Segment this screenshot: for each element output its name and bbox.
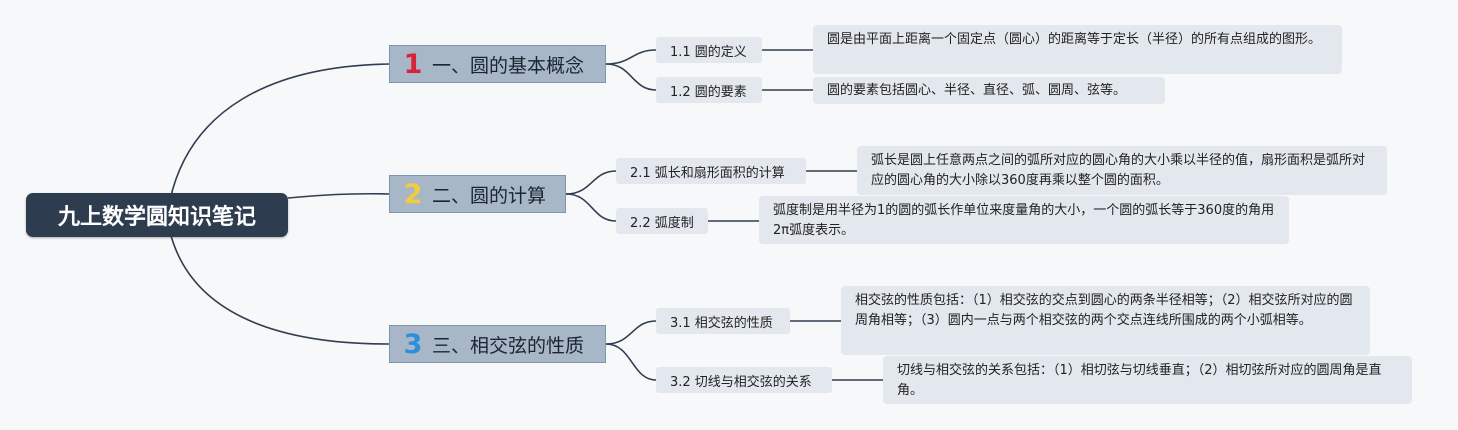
sub-node-2-1[interactable]: 2.1 弧长和扇形面积的计算 (616, 158, 806, 184)
note-3-2: 切线与相交弦的关系包括：（1）相切弦与切线垂直；（2）相切弦所对应的圆周角是直角… (883, 356, 1412, 404)
branch-title-2: 二、圆的计算 (432, 184, 547, 207)
link-branch-1-sub-2 (605, 63, 657, 91)
sub-node-3-1[interactable]: 3.1 相交弦的性质 (656, 308, 790, 334)
branch-node-2[interactable]: 2 二、圆的计算 (389, 175, 566, 213)
branch-node-1[interactable]: 1 一、圆的基本概念 (389, 45, 606, 83)
note-2-2: 弧度制是用半径为1的圆的弧长作单位来度量角的大小，一个圆的弧长等于360度的角用… (759, 196, 1289, 244)
link-branch-3-sub-2 (605, 343, 657, 381)
link-root-branch-1 (169, 63, 390, 201)
note-1-2: 圆的要素包括圆心、半径、直径、弧、圆周、弦等。 (813, 77, 1165, 104)
branch-title-3: 三、相交弦的性质 (432, 334, 585, 357)
sub-node-3-2[interactable]: 3.2 切线与相交弦的关系 (656, 367, 832, 393)
note-2-1: 弧长是圆上任意两点之间的弧所对应的圆心角的大小乘以半径的值，扇形面积是弧所对应的… (857, 146, 1387, 195)
sub-node-1-2[interactable]: 1.2 圆的要素 (656, 77, 762, 103)
note-3-1: 相交弦的性质包括：（1）相交弦的交点到圆心的两条半径相等；（2）相交弦所对应的圆… (841, 286, 1370, 355)
branch-number-3: 3 (403, 328, 423, 360)
link-branch-3-sub-1 (605, 320, 657, 345)
root-node-title[interactable]: 九上数学圆知识笔记 (26, 193, 288, 237)
link-branch-2-sub-1 (565, 170, 617, 195)
sub-node-1-1[interactable]: 1.1 圆的定义 (656, 37, 762, 63)
link-branch-1-sub-1 (605, 49, 657, 65)
link-root-branch-3 (169, 231, 390, 345)
sub-node-2-2[interactable]: 2.2 弧度制 (616, 208, 708, 234)
branch-node-3[interactable]: 3 三、相交弦的性质 (389, 325, 606, 363)
branch-number-2: 2 (403, 178, 423, 210)
branch-number-1: 1 (403, 48, 423, 80)
note-1-1: 圆是由平面上距离一个固定点（圆心）的距离等于定长（半径）的所有点组成的图形。 (813, 25, 1342, 74)
link-root-branch-2 (287, 192, 390, 199)
link-branch-2-sub-2 (565, 193, 617, 222)
branch-title-1: 一、圆的基本概念 (432, 54, 585, 77)
